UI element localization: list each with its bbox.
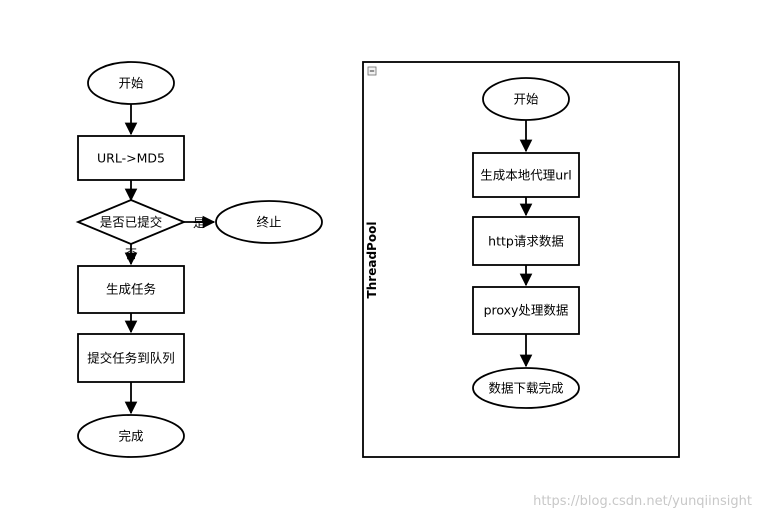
submit-task-label: 提交任务到队列 [87, 351, 175, 366]
url-md5-node: URL->MD5 [77, 135, 185, 181]
proxy-process-label: proxy处理数据 [484, 303, 569, 318]
http-request-node: http请求数据 [472, 216, 580, 266]
done-node: 完成 [77, 414, 185, 458]
generate-task-node: 生成任务 [77, 265, 185, 314]
http-request-label: http请求数据 [488, 234, 564, 249]
gen-proxy-url-label: 生成本地代理url [480, 168, 572, 183]
start-node-label: 开始 [118, 76, 144, 91]
proxy-process-node: proxy处理数据 [472, 286, 580, 335]
decision-label: 是否已提交 [100, 215, 163, 230]
watermark-text: https://blog.csdn.net/yunqiinsight [533, 494, 752, 509]
tp-start-label: 开始 [513, 92, 539, 107]
terminate-node: 终止 [215, 200, 323, 244]
threadpool-title: ThreadPool [365, 222, 379, 299]
gen-proxy-url-node: 生成本地代理url [472, 152, 580, 198]
yes-edge-label: 是 [193, 216, 205, 230]
done-label: 完成 [118, 429, 143, 444]
download-done-label: 数据下载完成 [488, 381, 563, 396]
download-done-node: 数据下载完成 [472, 367, 580, 409]
tp-start-node: 开始 [482, 77, 570, 121]
submitted-decision-node: 是否已提交 [75, 199, 187, 245]
start-node: 开始 [87, 61, 175, 105]
no-edge-label: 否 [125, 247, 137, 261]
terminate-label: 终止 [256, 215, 281, 230]
url-md5-label: URL->MD5 [97, 151, 165, 166]
submit-task-node: 提交任务到队列 [77, 333, 185, 383]
generate-task-label: 生成任务 [106, 282, 156, 297]
collapse-toggle[interactable] [367, 66, 377, 76]
